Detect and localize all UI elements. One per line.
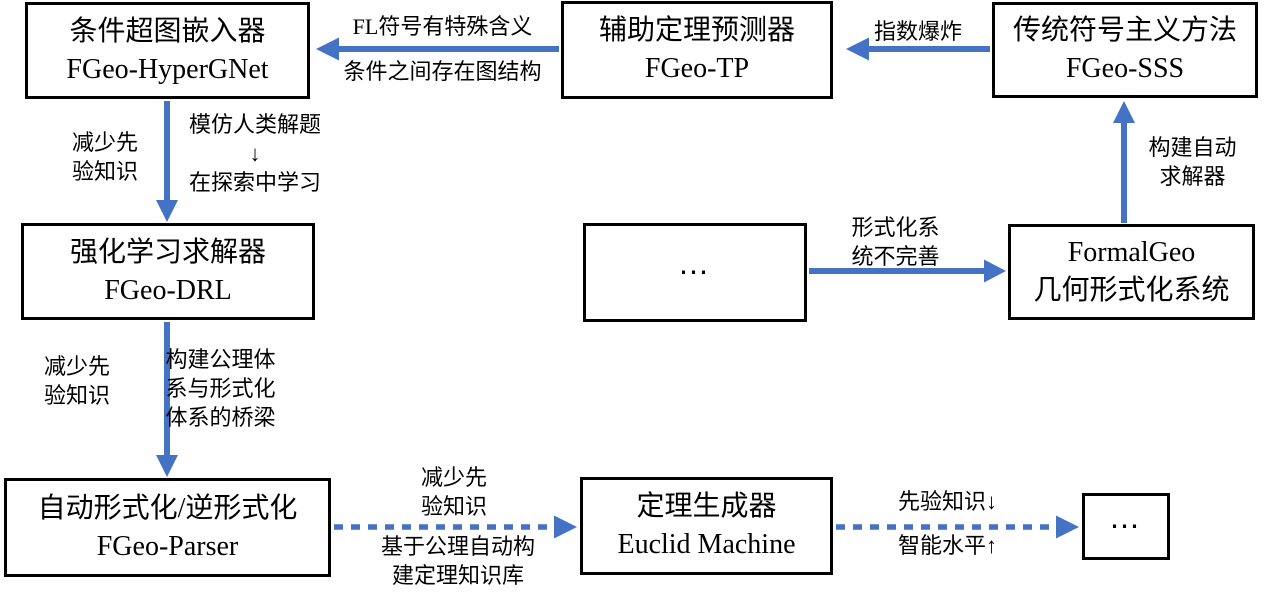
label-reduce-prior-2: 减少先 验知识 [43,354,110,409]
box-hypergnet-title-en: FGeo-HyperGNet [66,53,269,85]
edge-drl-to-parser [156,322,178,477]
box-formalgeo-title-zh: 几何形式化系统 [1033,275,1230,306]
box-drl-title-zh: 强化学习求解器 [69,236,266,268]
box-euclid-title-zh: 定理生成器 [636,491,777,523]
label-axiom-bridge: 构建公理体 系与形式化 体系的桥梁 [165,347,276,431]
label-system-imperfect: 形式化系 统不完善 [851,215,940,270]
edge-hypergnet-to-drl [156,101,178,222]
edge-mid-to-formalgeo [809,259,1006,283]
box-parser-title-en: FGeo-Parser [96,530,239,562]
box-sss-title-zh: 传统符号主义方法 [1012,15,1237,47]
box-tp: 辅助定理预测器 FGeo-TP [561,1,833,99]
edge-parser-to-euclid [334,515,577,539]
label-imitate-human: 模仿人类解题 ↓ 在探索中学习 [188,112,321,196]
label-graph-structure: 条件之间存在图结构 [343,59,542,84]
box-drl-title-en: FGeo-DRL [104,274,232,306]
box-parser: 自动形式化/逆形式化 FGeo-Parser [4,478,331,577]
box-euclid: 定理生成器 Euclid Machine [580,477,833,575]
label-reduce-prior-3: 减少先 验知识 [420,465,487,520]
box-formalgeo-title-en: FormalGeo [1067,237,1196,269]
label-theorem-kb: 基于公理自动构 建定理知识库 [380,534,535,589]
box-mid-ellipsis-dots: ⋯ [678,255,712,289]
box-tp-title-zh: 辅助定理预测器 [598,15,795,47]
label-fl-symbols: FL符号有特殊含义 [352,14,533,39]
box-euclid-title-en: Euclid Machine [617,529,796,560]
box-end-ellipsis-dots: ⋯ [1109,509,1143,543]
box-hypergnet: 条件超图嵌入器 FGeo-HyperGNet [25,2,310,99]
box-drl: 强化学习求解器 FGeo-DRL [21,223,315,320]
box-parser-title-zh: 自动形式化/逆形式化 [37,492,298,524]
edge-tp-to-hypergnet [316,37,559,61]
box-hypergnet-title-zh: 条件超图嵌入器 [69,15,266,47]
label-intelligence-up: 智能水平↑ [897,533,997,558]
edge-sss-to-tp [846,37,990,61]
label-build-auto-solver: 构建自动 求解器 [1148,135,1237,190]
box-mid-ellipsis: ⋯ [583,223,807,322]
edge-formalgeo-to-sss [1113,101,1135,223]
label-reduce-prior-1: 减少先 验知识 [71,130,138,185]
box-sss: 传统符号主义方法 FGeo-SSS [992,2,1258,98]
box-tp-title-en: FGeo-TP [644,53,750,84]
label-exponential-explosion: 指数爆炸 [873,19,962,44]
box-sss-title-en: FGeo-SSS [1065,53,1185,84]
box-formalgeo: FormalGeo 几何形式化系统 [1008,224,1255,320]
label-prior-knowledge-down: 先验知识↓ [897,489,997,514]
box-end-ellipsis: ⋯ [1082,493,1170,560]
edge-euclid-to-end [836,515,1079,539]
